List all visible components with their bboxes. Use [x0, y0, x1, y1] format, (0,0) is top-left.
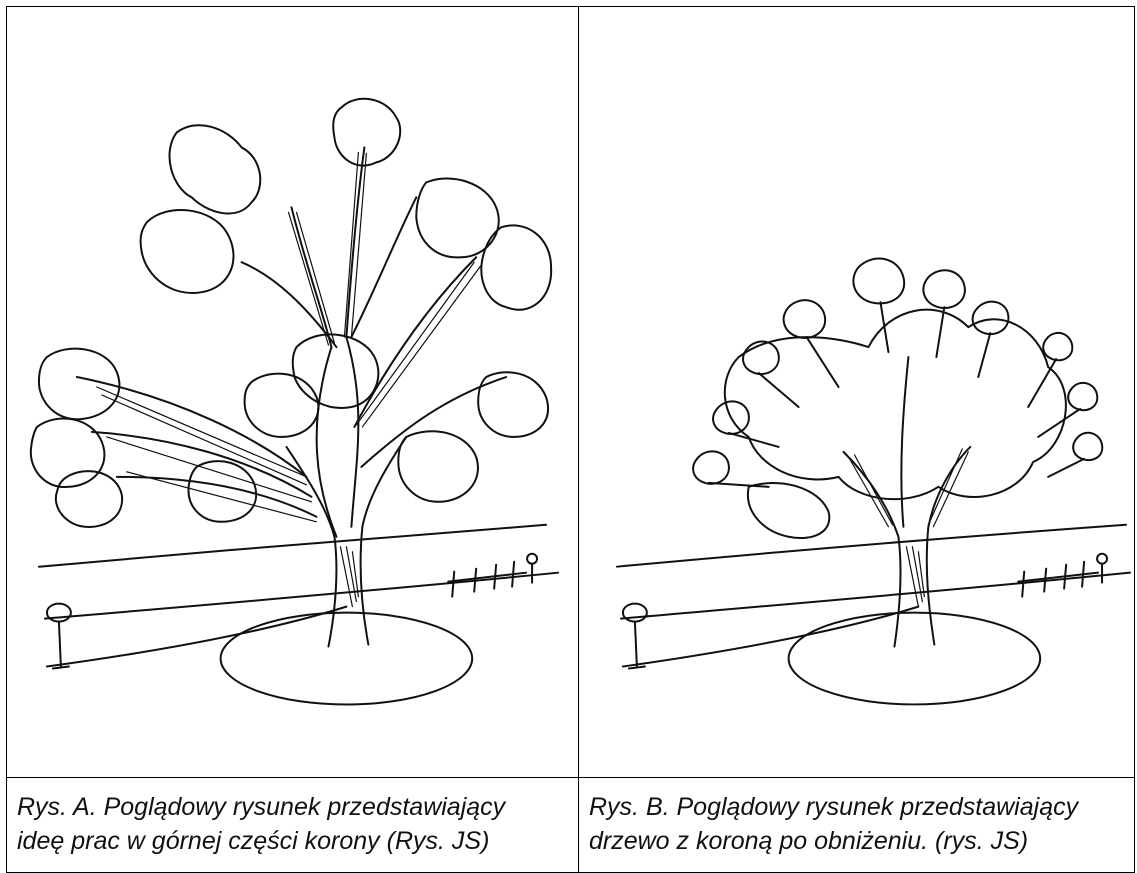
figure-b-caption-cell: Rys. B. Poglądowy rysunek przedstawiając…	[578, 777, 1135, 873]
figure-a-caption: Rys. A. Poglądowy rysunek przedstawiając…	[7, 778, 578, 858]
figure-a-caption-line2: ideę prac w górnej części korony (Rys. J…	[17, 827, 490, 855]
figure-table: Rys. A. Poglądowy rysunek przedstawiając…	[6, 6, 1135, 873]
tree-sketch-a	[29, 97, 560, 706]
figure-b-cell	[578, 6, 1135, 778]
figure-a-caption-line1: Rys. A. Poglądowy rysunek przedstawiając…	[17, 793, 506, 821]
figure-b-caption-line2: drzewo z koroną po obniżeniu. (rys. JS)	[589, 827, 1029, 855]
figure-b-caption: Rys. B. Poglądowy rysunek przedstawiając…	[579, 778, 1134, 858]
tree-sketch-b	[615, 257, 1132, 706]
figure-a-cell	[6, 6, 579, 778]
figure-a-caption-cell: Rys. A. Poglądowy rysunek przedstawiając…	[6, 777, 579, 873]
figure-b-caption-line1: Rys. B. Poglądowy rysunek przedstawiając…	[589, 793, 1079, 821]
